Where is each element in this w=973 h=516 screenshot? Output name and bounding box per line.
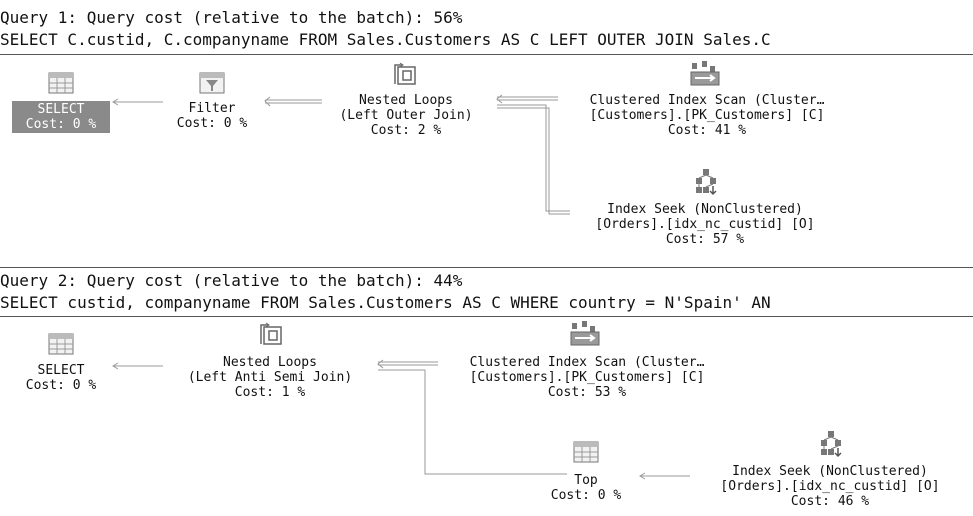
q1-index-seek-cost: Cost: 57 % — [665, 232, 745, 247]
q1-nested-loops-sub: (Left Outer Join) — [339, 108, 473, 123]
top-icon[interactable] — [573, 441, 599, 463]
query1-separator — [0, 54, 973, 55]
q1-select-label: SELECT — [37, 102, 85, 117]
query2-header: Query 2: Query cost (relative to the bat… — [0, 271, 463, 290]
q1-clustered-scan-node[interactable]: Clustered Index Scan (Cluster… [Customer… — [557, 93, 857, 138]
query1-header: Query 1: Query cost (relative to the bat… — [0, 8, 463, 27]
query1-sql: SELECT C.custid, C.companyname FROM Sale… — [0, 30, 771, 49]
q2-clustered-scan-node[interactable]: Clustered Index Scan (Cluster… [Customer… — [437, 355, 737, 400]
q2-select-node[interactable]: SELECT Cost: 0 % — [12, 363, 110, 393]
q2-nested-loops-sub: (Left Anti Semi Join) — [187, 370, 353, 385]
q2-nested-loops-label: Nested Loops — [223, 355, 317, 370]
q2-nested-loops-cost: Cost: 1 % — [234, 385, 306, 400]
q2-index-seek-label: Index Seek (NonClustered) — [732, 464, 928, 479]
q1-nested-loops-label: Nested Loops — [359, 93, 453, 108]
q1-select-cost: Cost: 0 % — [25, 117, 97, 132]
q1-clustered-scan-cost: Cost: 41 % — [667, 123, 747, 138]
select-icon[interactable] — [48, 333, 74, 355]
q1-nested-loops-node[interactable]: Nested Loops (Left Outer Join) Cost: 2 % — [316, 93, 496, 138]
q2-select-cost: Cost: 0 % — [25, 378, 97, 393]
query2-sql: SELECT custid, companyname FROM Sales.Cu… — [0, 293, 771, 312]
q2-clustered-scan-sub: [Customers].[PK_Customers] [C] — [469, 370, 705, 385]
clustered-index-scan-icon[interactable] — [690, 60, 720, 88]
clustered-index-scan-icon[interactable] — [570, 320, 600, 348]
q1-index-seek-node[interactable]: Index Seek (NonClustered) [Orders].[idx_… — [560, 202, 850, 247]
q2-index-seek-node[interactable]: Index Seek (NonClustered) [Orders].[idx_… — [690, 464, 970, 509]
q1-clustered-scan-sub: [Customers].[PK_Customers] [C] — [589, 108, 825, 123]
q2-top-cost: Cost: 0 % — [550, 488, 622, 503]
q1-select-node[interactable]: SELECT Cost: 0 % — [12, 101, 110, 133]
q1-filter-cost: Cost: 0 % — [176, 116, 248, 131]
q2-top-label: Top — [574, 473, 598, 488]
q2-clustered-scan-cost: Cost: 53 % — [547, 385, 627, 400]
filter-icon[interactable] — [199, 72, 225, 94]
select-icon[interactable] — [48, 72, 74, 94]
q2-nested-loops-node[interactable]: Nested Loops (Left Anti Semi Join) Cost:… — [170, 355, 370, 400]
index-seek-icon[interactable] — [818, 430, 844, 458]
q1-index-seek-label: Index Seek (NonClustered) — [607, 202, 803, 217]
q2-select-label: SELECT — [37, 363, 85, 378]
nested-loops-icon[interactable] — [392, 62, 418, 88]
q2-index-seek-sub: [Orders].[idx_nc_custid] [O] — [720, 479, 940, 494]
q2-top-node[interactable]: Top Cost: 0 % — [536, 473, 636, 503]
query2-separator — [0, 316, 973, 317]
index-seek-icon[interactable] — [693, 168, 719, 196]
q2-clustered-scan-label: Clustered Index Scan (Cluster… — [469, 355, 705, 370]
query2-top-separator — [0, 267, 973, 268]
q2-index-seek-cost: Cost: 46 % — [790, 494, 870, 509]
nested-loops-icon[interactable] — [258, 322, 284, 348]
q1-filter-node[interactable]: Filter Cost: 0 % — [162, 101, 262, 131]
q1-nested-loops-cost: Cost: 2 % — [370, 123, 442, 138]
q1-index-seek-sub: [Orders].[idx_nc_custid] [O] — [595, 217, 815, 232]
q1-filter-label: Filter — [188, 101, 236, 116]
q1-clustered-scan-label: Clustered Index Scan (Cluster… — [589, 93, 825, 108]
